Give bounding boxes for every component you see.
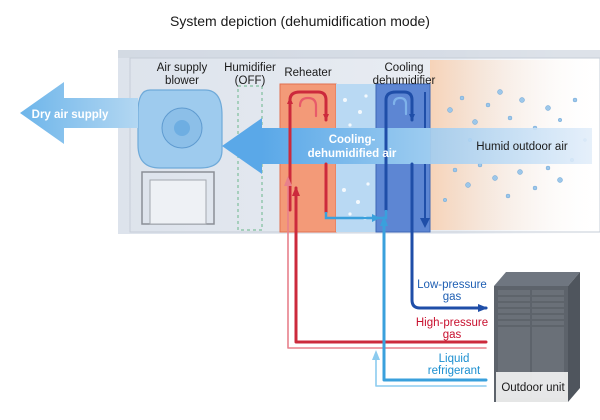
outdoor-unit-label: Outdoor unit: [501, 382, 565, 394]
blower-label-line2: blower: [165, 75, 199, 87]
humidifier-label-line2: (OFF): [235, 75, 266, 87]
liquid-refrigerant-line-shadow: [375, 355, 487, 387]
blower-label-line1: Air supply: [157, 62, 208, 74]
high-pressure-gas-line-shadow: [287, 179, 487, 349]
condensation-marks: [342, 94, 370, 220]
cooler-label-line1: Cooling: [385, 62, 424, 74]
low-pressure-label-line2: gas: [443, 291, 462, 303]
high-pressure-arrowhead-up: [292, 186, 300, 196]
high-pressure-gas-line: [294, 186, 488, 344]
dry-air-supply-label: Dry air supply: [32, 109, 109, 121]
liquid-link-pipe: [324, 210, 388, 220]
reheater-label: Reheater: [284, 67, 331, 79]
low-pressure-label-line1: Low-pressure: [417, 279, 487, 291]
low-pressure-gas-line: [410, 220, 488, 310]
liquid-label-line2: refrigerant: [428, 365, 481, 377]
liquid-arrowhead-up: [380, 216, 388, 226]
cooler-internal-pipes: [384, 90, 415, 224]
high-pressure-label-line2: gas: [443, 329, 462, 341]
liquid-link-arrowhead: [372, 214, 380, 222]
liquid-label-line1: Liquid: [439, 353, 470, 365]
diagram-title: System depiction (dehumidification mode): [170, 13, 430, 29]
reheater-internal-pipes: [287, 90, 329, 214]
high-pressure-shadow-arrowhead: [284, 176, 292, 186]
blower-motor: [149, 179, 207, 225]
cooled-air-arrowhead: [222, 118, 262, 174]
humid-outdoor-air-label: Humid outdoor air: [476, 141, 568, 153]
liquid-refrigerant-line: [382, 216, 488, 382]
cooling-drain-arrowhead: [420, 218, 430, 228]
cooled-air-label-line1: Cooling-: [329, 134, 376, 146]
outdoor-unit: [494, 272, 580, 402]
cooled-air-label-line2: dehumidified air: [308, 148, 397, 160]
high-pressure-label-line1: High-pressure: [416, 317, 488, 329]
air-supply-blower: [137, 89, 223, 169]
low-pressure-arrowhead: [478, 304, 488, 312]
cabinet-top-edge: [118, 50, 600, 58]
liquid-shadow-arrowhead: [372, 350, 380, 360]
dry-air-supply-arrow: [20, 82, 138, 144]
cooler-label-line2: dehumidifier: [373, 75, 436, 87]
humidifier-label-line1: Humidifier: [224, 62, 276, 74]
